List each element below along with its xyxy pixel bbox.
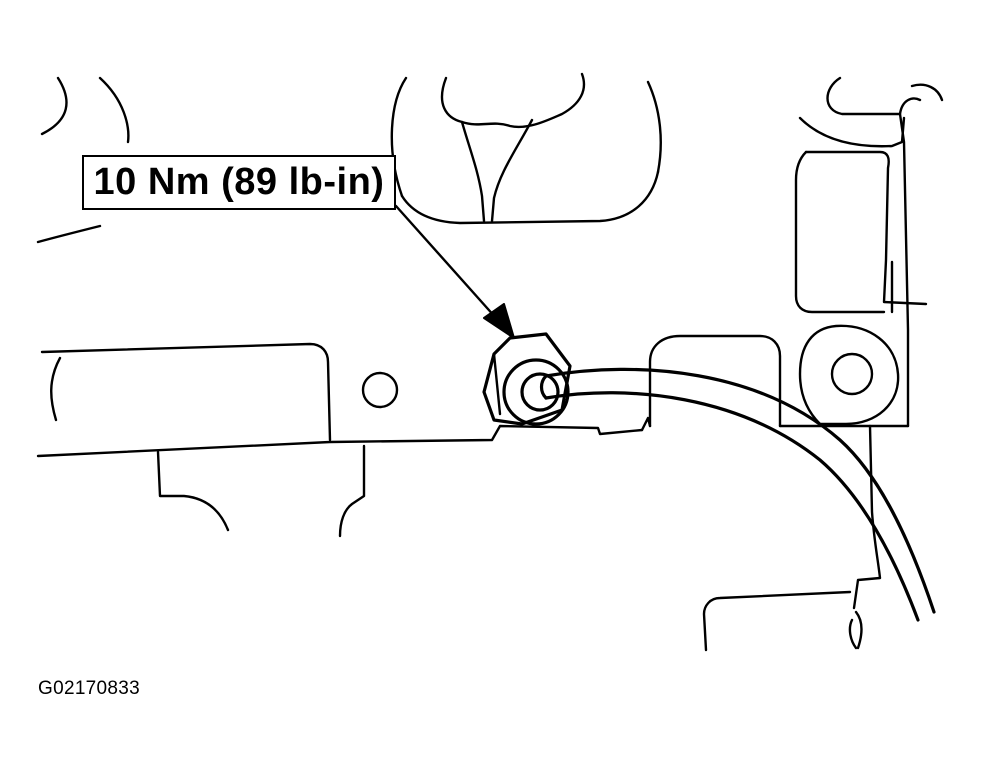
torque-callout: 10 Nm (89 lb-in)	[82, 155, 396, 210]
lower-casting	[156, 444, 366, 538]
arrow-icon	[394, 204, 515, 339]
torque-label: 10 Nm (89 lb-in)	[93, 161, 385, 203]
left-arm	[36, 342, 644, 458]
upper-center-casting	[390, 72, 662, 225]
hex-nut-fitting	[482, 332, 572, 426]
brake-line-tube	[539, 367, 936, 622]
upper-left-casting	[36, 76, 130, 244]
right-bracket	[794, 76, 944, 428]
lower-right-housing	[702, 424, 882, 652]
right-boss	[798, 324, 900, 426]
figure-id: G02170833	[38, 678, 141, 699]
middle-housing	[640, 334, 910, 432]
